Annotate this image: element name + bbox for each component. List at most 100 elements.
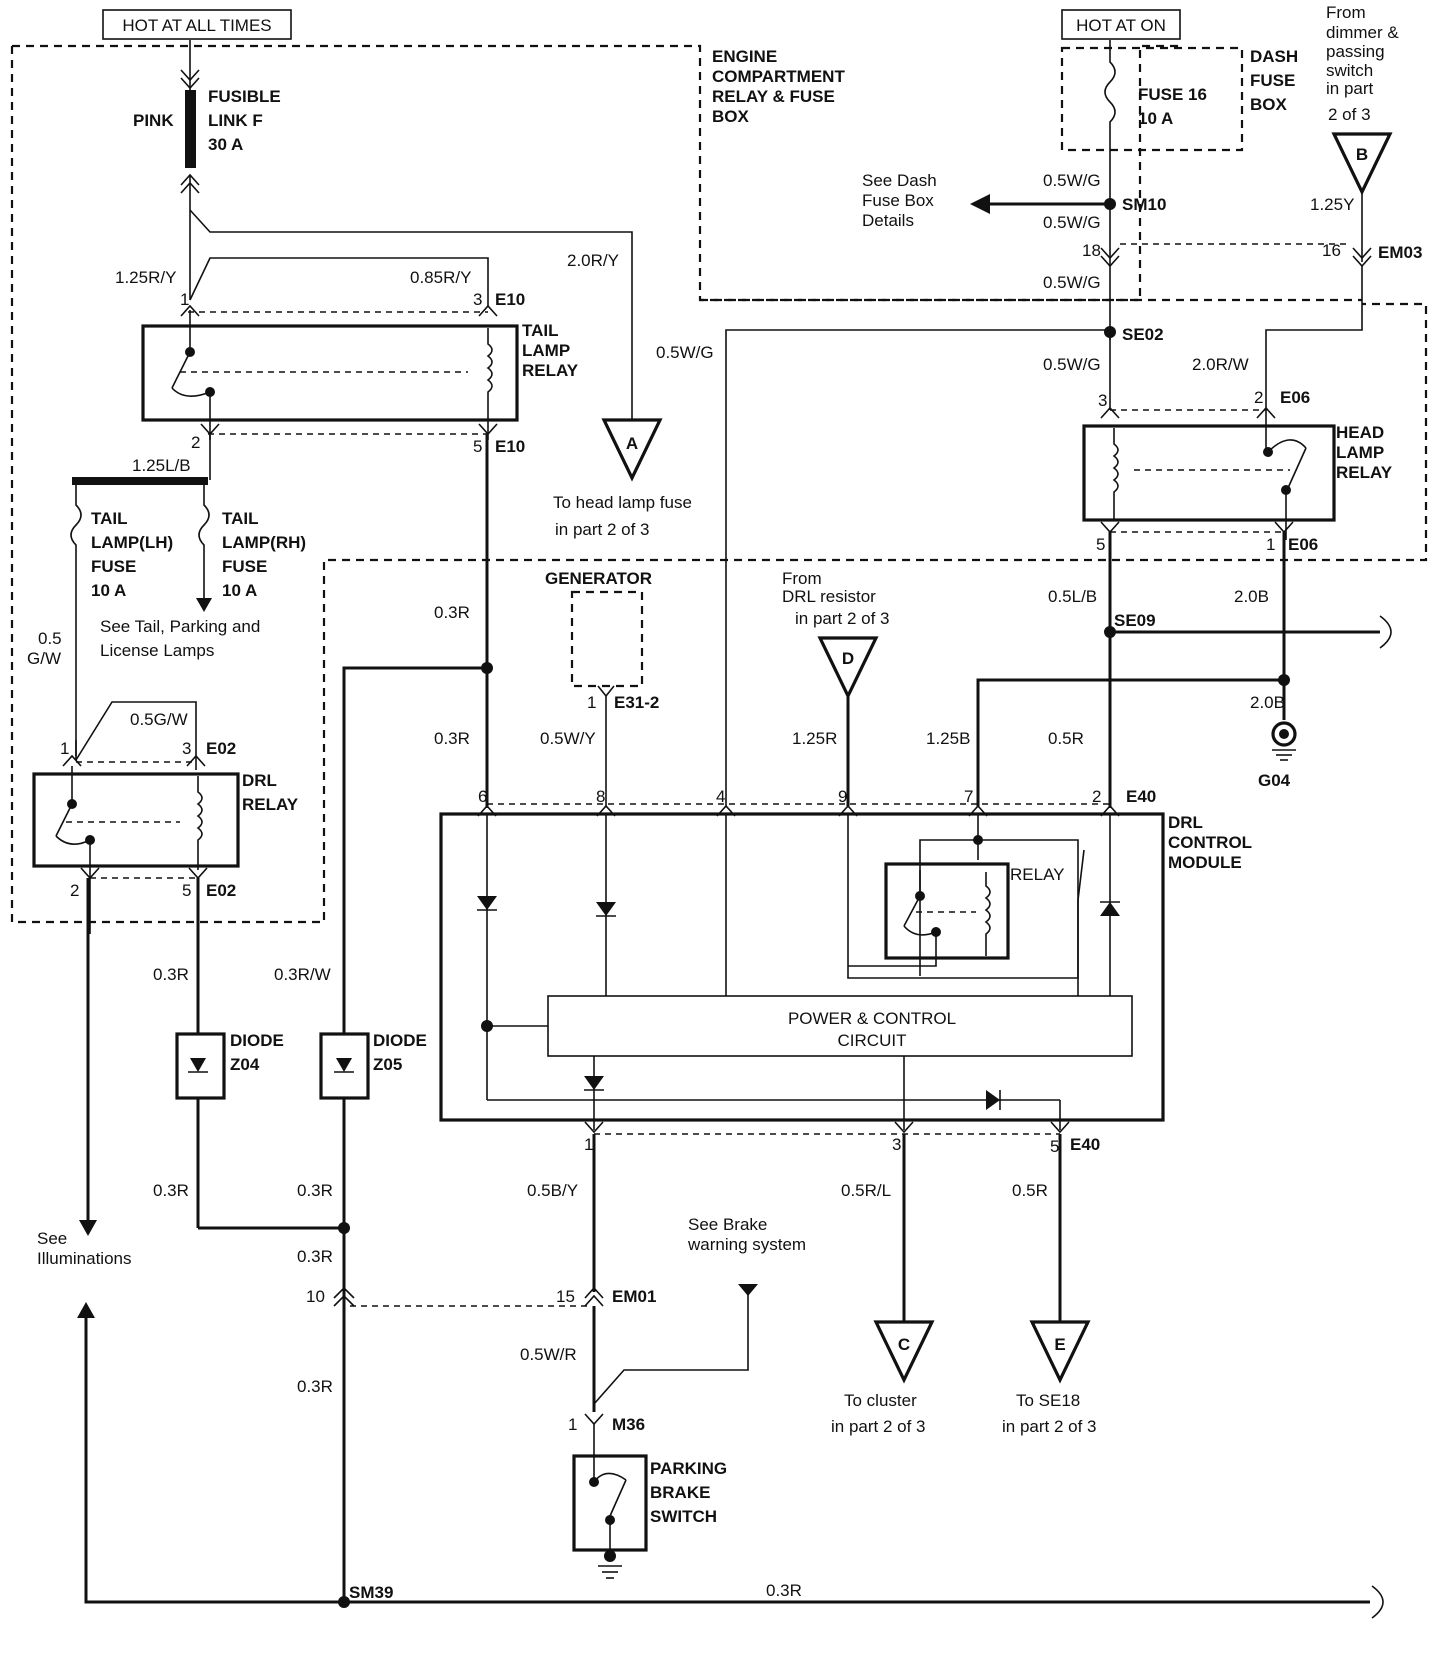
drl-relay-l2: RELAY — [242, 795, 299, 814]
see-dash-l1: See Dash — [862, 171, 937, 190]
wire-label-0-3r-top: 0.3R — [434, 603, 470, 622]
wire-label-0-5wg-a: 0.5W/G — [1043, 171, 1101, 190]
connector-a-letter: A — [626, 434, 638, 453]
from-drl-l1: From — [782, 569, 822, 588]
engine-box-l3: RELAY & FUSE — [712, 87, 835, 106]
drl-module-pin-9: 9 — [838, 787, 847, 806]
wire-label-2-0b-top: 2.0B — [1234, 587, 1269, 606]
wire-label-1-25b: 1.25B — [926, 729, 970, 748]
parking-brake-switch — [572, 1424, 648, 1579]
wire-label-0-5wg-d: 0.5W/G — [1043, 355, 1101, 374]
wire-label-0-5wy: 0.5W/Y — [540, 729, 596, 748]
fusible-link-l3: 30 A — [208, 135, 243, 154]
wire-label-0-5r-pin2: 0.5R — [1048, 729, 1084, 748]
arrow-up-icon — [77, 1302, 95, 1318]
wire-2-0rw — [1265, 266, 1363, 418]
generator-label: GENERATOR — [545, 569, 652, 588]
dimmer-l4: switch — [1326, 61, 1373, 80]
drl-module-pin-4: 4 — [716, 787, 725, 806]
splice-sm10-label: SM10 — [1122, 195, 1166, 214]
connector-b-letter: B — [1356, 145, 1368, 164]
hot-at-on-box — [1061, 9, 1181, 40]
tail-rh-l4: 10 A — [222, 581, 257, 600]
dimmer-l5: in part — [1326, 79, 1374, 98]
generator-pin-1: 1 — [587, 693, 596, 712]
wire-label-0-5wg-c: 0.5W/G — [1043, 273, 1101, 292]
drl-module-pin-7: 7 — [964, 787, 973, 806]
tail-bus-bar — [72, 477, 208, 485]
drl-relay-pin-5: 5 — [182, 881, 191, 900]
wire-label-0-5wr: 0.5W/R — [520, 1345, 577, 1364]
fuse16-l2: 10 A — [1138, 109, 1173, 128]
tail-relay-l2: LAMP — [522, 341, 570, 360]
fusible-link-l2: LINK F — [208, 111, 263, 130]
fuse16-l1: FUSE 16 — [1138, 85, 1207, 104]
parking-brake-l3: SWITCH — [650, 1507, 717, 1526]
wire-label-0-5by: 0.5B/Y — [527, 1181, 578, 1200]
connector-e06-bottom: E06 — [1288, 535, 1318, 554]
connector-em01-pin15 — [584, 1286, 604, 1307]
wire-1-25b — [976, 678, 1284, 806]
to-se18-l2: in part 2 of 3 — [1002, 1417, 1097, 1436]
tail-lh-fuse — [70, 485, 82, 756]
connector-d-triangle — [817, 636, 879, 700]
tail-rh-l3: FUSE — [222, 557, 267, 576]
wire-label-2-0b-bottom: 2.0B — [1250, 693, 1285, 712]
see-illum-l1: See — [37, 1229, 67, 1248]
fusible-link-l1: FUSIBLE — [208, 87, 281, 106]
parking-brake-l2: BRAKE — [650, 1483, 710, 1502]
tail-relay-l3: RELAY — [522, 361, 579, 380]
g04-ground-icon — [1271, 721, 1297, 761]
from-drl-l2: DRL resistor — [782, 587, 876, 606]
tail-relay-pin-1: 1 — [180, 290, 189, 309]
head-relay-pin-1: 1 — [1266, 535, 1275, 554]
generator-outline — [570, 590, 644, 688]
connector-e06-top: E06 — [1280, 388, 1310, 407]
diode-z04-l1: DIODE — [230, 1031, 284, 1050]
splice-se02-label: SE02 — [1122, 325, 1164, 344]
wire-label-em01-below: 0.3R — [297, 1377, 333, 1396]
to-cluster-l2: in part 2 of 3 — [831, 1417, 926, 1436]
see-tail-l1: See Tail, Parking and — [100, 617, 260, 636]
dimmer-l3: passing — [1326, 42, 1385, 61]
drl-module-pin-2: 2 — [1092, 787, 1101, 806]
drl-relay-pin-2: 2 — [70, 881, 79, 900]
dash-box-l1: DASH — [1250, 47, 1298, 66]
em03-pin-16: 16 — [1322, 241, 1341, 260]
engine-box-l1: ENGINE — [712, 47, 777, 66]
drl-module-pin-8: 8 — [596, 787, 605, 806]
drl-relay-l1: DRL — [242, 771, 277, 790]
splice-0-3r — [481, 662, 493, 674]
em01-pin-10: 10 — [306, 1287, 325, 1306]
see-tail-l2: License Lamps — [100, 641, 214, 660]
to-se18-l1: To SE18 — [1016, 1391, 1080, 1410]
dimmer-l2: dimmer & — [1326, 23, 1399, 42]
wire-label-z04-top: 0.3R — [153, 965, 189, 984]
see-brake-l1: See Brake — [688, 1215, 767, 1234]
head-lamp-relay — [1082, 406, 1336, 540]
wire-0-85ry — [189, 257, 489, 306]
wire-label-em01-above: 0.3R — [297, 1247, 333, 1266]
diode-z05 — [319, 1032, 370, 1100]
wire-label-2-0ry: 2.0R/Y — [567, 251, 619, 270]
wire-label-0-5gw: 0.5G/W — [130, 710, 188, 729]
connector-m36: M36 — [612, 1415, 645, 1434]
wire-to-brake-warning — [593, 1290, 749, 1405]
connector-c-letter: C — [898, 1335, 910, 1354]
splice-z04-z05 — [338, 1222, 350, 1234]
engine-box-l2: COMPARTMENT — [712, 67, 845, 86]
wire-label-0-3rw: 0.3R/W — [274, 965, 331, 984]
splice-sm39 — [338, 1596, 350, 1608]
tail-lamp-relay — [141, 304, 519, 440]
wire-label-sm39: 0.3R — [766, 1581, 802, 1600]
splice-se09-label: SE09 — [1114, 611, 1156, 630]
to-headlamp-l1: To head lamp fuse — [553, 493, 692, 512]
connector-em03-pin18 — [1100, 247, 1120, 268]
connector-e31-2: E31-2 — [614, 693, 659, 712]
connector-e-triangle — [1029, 1320, 1091, 1384]
tail-relay-pin-2: 2 — [191, 433, 200, 452]
connector-m36-pin1 — [584, 1413, 604, 1426]
ground-g04-label: G04 — [1258, 771, 1291, 790]
wire-sm39-bus — [84, 1318, 1370, 1604]
